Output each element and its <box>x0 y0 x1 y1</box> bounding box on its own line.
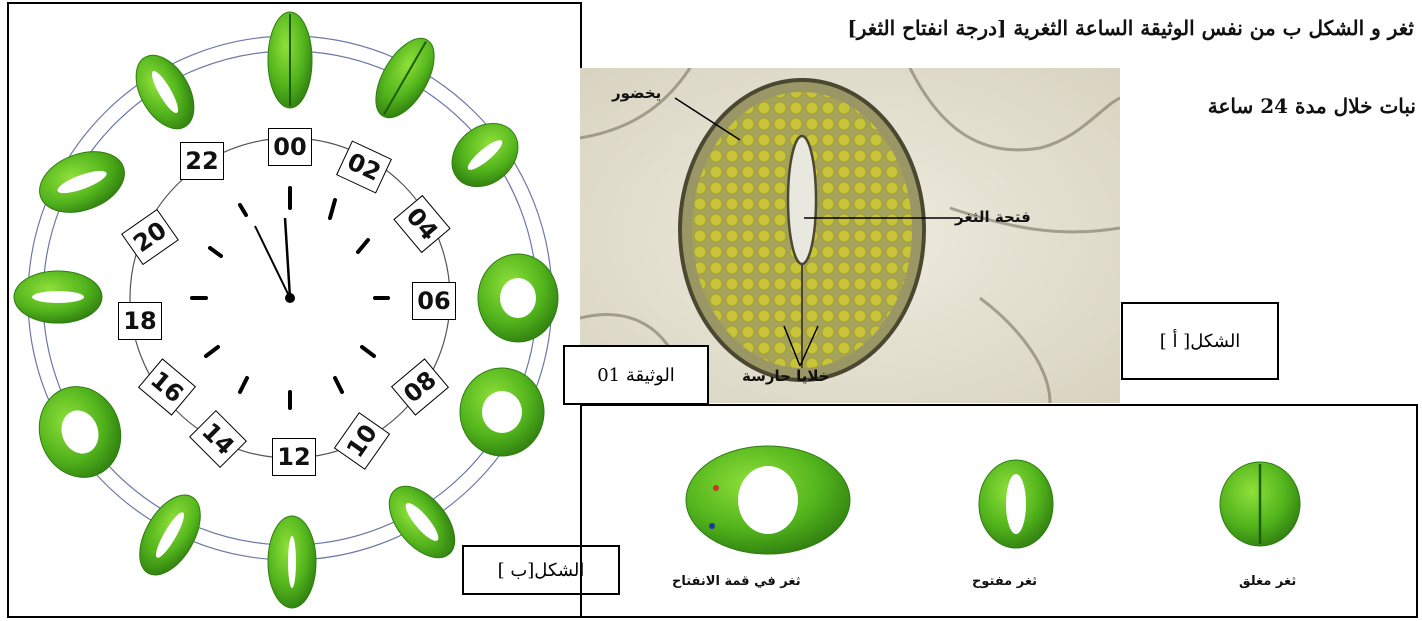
stoma-opening-label: فتحة الثغر <box>955 208 1031 226</box>
caption-closed: ثغر مغلق <box>1239 574 1296 589</box>
stoma-06 <box>478 254 558 342</box>
hour-00: 00 <box>268 128 312 166</box>
guard-cells-label: خلايا حارسة <box>742 367 830 385</box>
hour-12: 12 <box>272 438 316 476</box>
stoma-open <box>979 460 1053 548</box>
stoma-14 <box>127 485 213 585</box>
stoma-22 <box>124 45 206 138</box>
document-label: الوثيقة 01 <box>563 345 709 405</box>
header-line-1: ثغر و الشكل ب من نفس الوثيقة الساعة الثغ… <box>847 16 1414 40</box>
hour-22: 22 <box>180 142 224 180</box>
stoma-20 <box>31 141 133 224</box>
stoma-16 <box>27 375 134 489</box>
chloroplast-label: يخضور <box>612 84 661 102</box>
caption-fully-open: ثغر في قمة الانفتاح <box>672 574 801 589</box>
header-line-2: نبات خلال مدة 24 ساعة <box>1208 94 1416 118</box>
stomatal-clock <box>0 0 600 621</box>
stoma-08 <box>460 368 544 456</box>
clock-hand-minute <box>255 226 290 298</box>
stoma-closed <box>1220 462 1300 546</box>
hour-18: 18 <box>118 302 162 340</box>
stoma-00 <box>268 12 312 108</box>
hour-06: 06 <box>412 282 456 320</box>
stoma-fully-open <box>686 446 850 554</box>
clock-hand-hour <box>285 218 290 298</box>
stoma-02 <box>364 29 446 127</box>
stoma-18 <box>14 271 102 323</box>
stoma-10 <box>377 474 468 569</box>
figure-a-label: الشكل[ أ ] <box>1121 302 1279 380</box>
caption-open: ثغر مفتوح <box>972 574 1037 589</box>
clock-center <box>285 293 295 303</box>
stoma-12 <box>268 516 316 608</box>
